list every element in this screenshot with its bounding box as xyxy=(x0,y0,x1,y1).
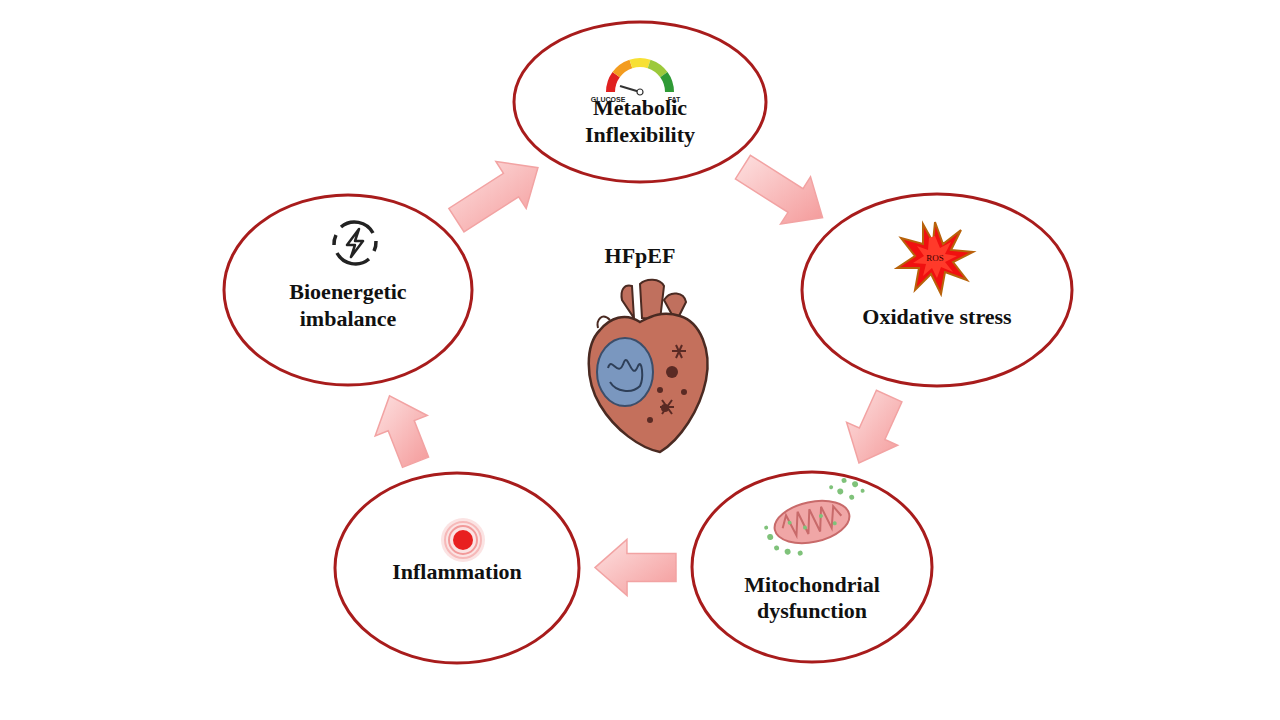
block-arrow xyxy=(449,161,538,231)
ros-burst-icon xyxy=(897,222,973,294)
block-arrow xyxy=(375,396,428,467)
node-label: Inflammation xyxy=(358,559,556,585)
node-label: Oxidative stress xyxy=(827,304,1046,330)
gauge-label: GLUCOSE xyxy=(591,96,626,103)
block-arrow xyxy=(847,390,902,463)
inflammation-circle: Inflammation xyxy=(333,471,581,665)
node-text-holder: Mitochondrial dysfunction xyxy=(714,572,909,625)
circle-border xyxy=(692,472,932,662)
heart-illustration xyxy=(589,280,708,452)
circle-border xyxy=(335,473,579,663)
node-text-holder: Inflammation xyxy=(358,559,556,585)
block-arrow xyxy=(595,540,676,596)
energy-icon xyxy=(334,222,376,264)
mitochondria-circle: Mitochondrial dysfunction xyxy=(690,470,934,664)
circle-border xyxy=(514,22,766,182)
mitochondrion-icon xyxy=(757,474,875,562)
circle-outline xyxy=(690,470,934,664)
node-text-holder: Metabolic Inflexibility xyxy=(538,95,743,148)
node-label: Bioenergetic imbalance xyxy=(247,279,449,332)
bioenergetic-circle: Bioenergetic imbalance xyxy=(222,193,474,387)
ros-label: ROS xyxy=(926,253,944,263)
inflammation-icon xyxy=(441,518,485,562)
center-title: HFpEF xyxy=(605,243,676,269)
oxidative-circle: Oxidative stress xyxy=(800,192,1074,388)
circle-border xyxy=(224,195,472,385)
gauge-icon xyxy=(606,58,674,95)
gauge-label: FAT xyxy=(668,96,681,103)
node-text-holder: Bioenergetic imbalance xyxy=(247,279,449,332)
block-arrow xyxy=(735,155,822,224)
circle-outline xyxy=(800,192,1074,388)
node-label: Metabolic Inflexibility xyxy=(538,95,743,148)
metabolic-circle: Metabolic Inflexibility xyxy=(512,20,768,184)
node-text-holder: Oxidative stress xyxy=(827,304,1046,330)
circle-border xyxy=(802,194,1072,386)
node-label: Mitochondrial dysfunction xyxy=(714,572,909,625)
